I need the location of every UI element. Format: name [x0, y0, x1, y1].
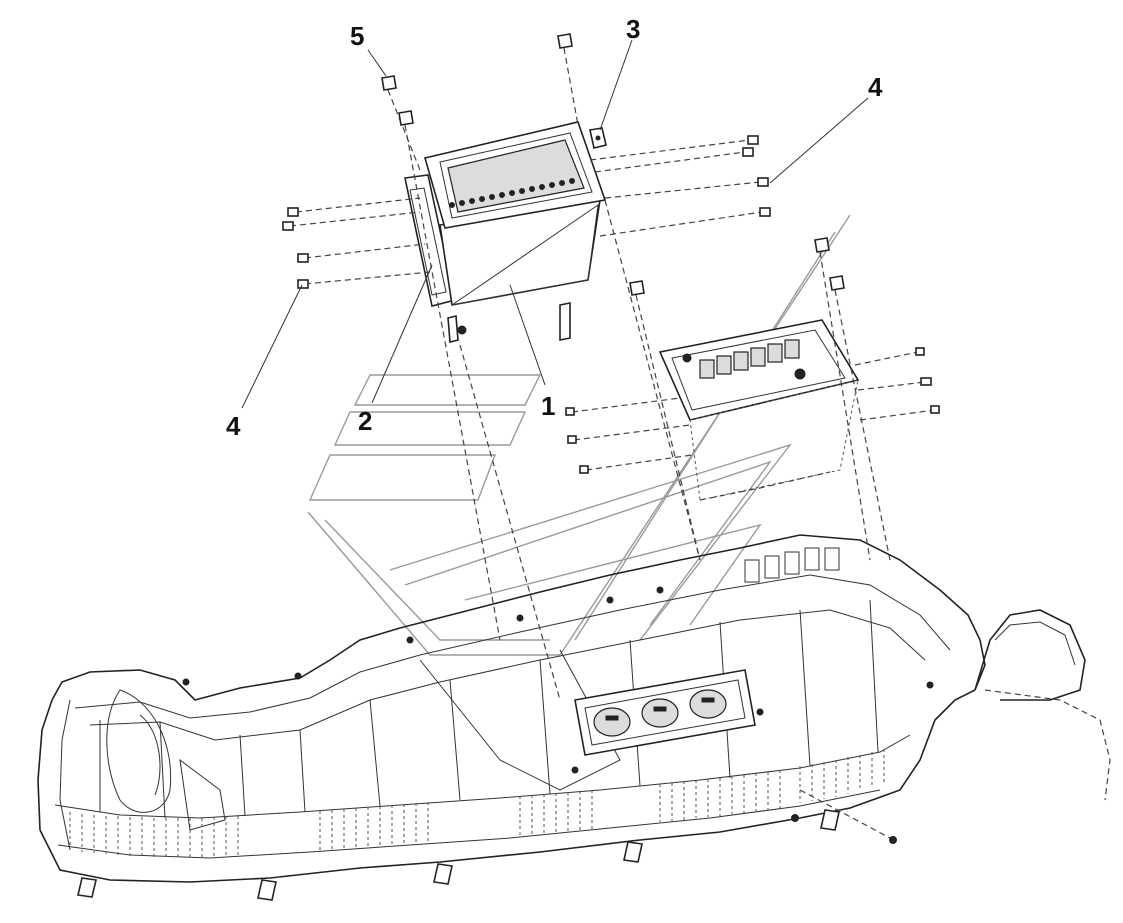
leader-lines [241, 39, 869, 409]
dashboard-frame [37, 534, 1111, 901]
callout-1: 1 [541, 391, 555, 421]
display-unit [404, 121, 607, 344]
callout-labels: 1 2 3 4 4 5 [226, 14, 883, 441]
callout-2: 2 [358, 406, 372, 436]
callout-4-right: 4 [868, 72, 883, 102]
callout-4-left: 4 [226, 411, 241, 441]
fasteners [282, 33, 940, 701]
callout-5: 5 [350, 21, 364, 51]
switch-panel [658, 319, 860, 501]
callout-3: 3 [626, 14, 640, 44]
